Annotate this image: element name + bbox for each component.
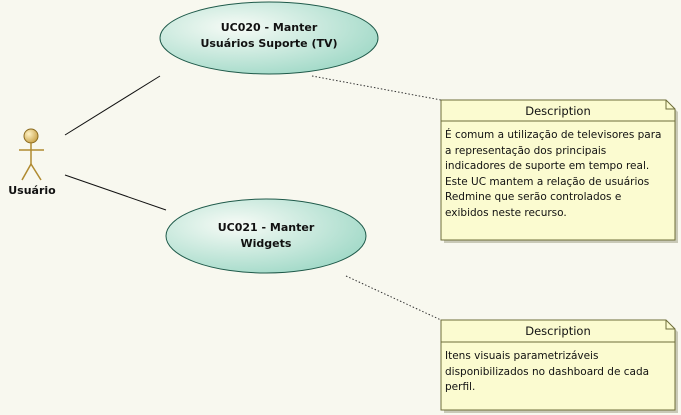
- note-2-text: Itens visuais parametrizáveis disponibil…: [445, 350, 650, 393]
- note-2-title: Description: [525, 324, 591, 338]
- use-case-uc021-label: UC021 - Manter Widgets: [176, 220, 356, 252]
- note-1-title: Description: [525, 104, 591, 118]
- actor-label: Usuário: [8, 184, 56, 197]
- note-1-fold: [665, 100, 675, 110]
- note-2[interactable]: [440, 319, 678, 413]
- use-case-uc021[interactable]: [165, 198, 367, 274]
- association-line-uc021: [64, 174, 167, 211]
- note-1[interactable]: [440, 99, 678, 243]
- actor-usuario-figure[interactable]: [19, 128, 44, 181]
- use-case-uc020[interactable]: [159, 1, 379, 75]
- note-1-text: É comum a utilização de televisores para…: [445, 129, 662, 219]
- note-1-body: [440, 99, 676, 241]
- actor-right-leg: [30, 163, 42, 181]
- actor-head: [23, 128, 39, 144]
- use-case-uc021-line2: Widgets: [240, 237, 292, 250]
- association-line-uc020: [64, 75, 161, 136]
- use-case-uc020-line1: UC020 - Manter: [220, 21, 318, 34]
- use-case-uc020-label: UC020 - Manter Usuários Suporte (TV): [180, 20, 358, 52]
- actor-left-leg: [21, 163, 32, 181]
- use-case-uc020-line2: Usuários Suporte (TV): [200, 37, 338, 50]
- use-case-uc021-line1: UC021 - Manter: [217, 221, 315, 234]
- note-anchor-line-2: [345, 275, 442, 321]
- note-2-fold: [665, 320, 675, 330]
- note-anchor-line-1: [311, 75, 442, 101]
